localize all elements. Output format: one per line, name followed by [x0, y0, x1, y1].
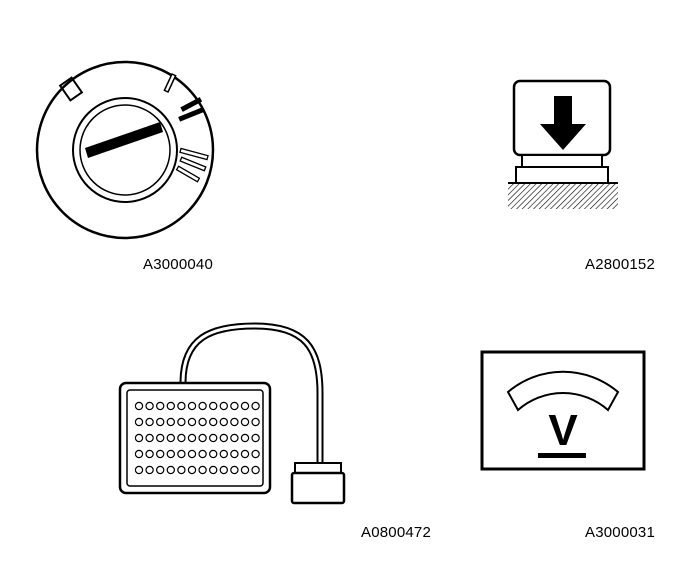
- connector-pin: [145, 449, 154, 459]
- figure-code-voltmeter: A3000031: [585, 524, 656, 541]
- connector-pin: [219, 449, 229, 459]
- connector-pin: [156, 401, 165, 411]
- connector-pin: [198, 433, 207, 443]
- connector-pin: [177, 417, 186, 427]
- connector-pin: [251, 401, 260, 411]
- connector-pin: [134, 449, 144, 459]
- connector-pin: [219, 401, 229, 411]
- connector-box-figure: [115, 318, 365, 508]
- connector-pin: [240, 433, 250, 443]
- connector-pin: [177, 465, 186, 475]
- connector-pin: [230, 465, 239, 475]
- voltmeter-icon: V: [480, 350, 646, 471]
- connector-pin: [166, 401, 176, 411]
- connector-pin: [177, 449, 186, 459]
- connector-pin: [166, 417, 176, 427]
- connector-pin: [156, 417, 165, 427]
- test-box-with-cable-icon: [118, 322, 346, 505]
- connector-pin: [230, 433, 239, 443]
- connector-pin: [208, 417, 218, 427]
- connector-pin: [198, 449, 207, 459]
- ignition-switch-figure: [30, 60, 230, 240]
- connector-pin: [187, 417, 197, 427]
- connector-pin: [198, 465, 207, 475]
- connector-pin: [145, 433, 154, 443]
- connector-pin: [240, 449, 250, 459]
- connector-pin: [240, 401, 250, 411]
- connector-pin: [219, 465, 229, 475]
- connector-pin: [156, 449, 165, 459]
- connector-pin: [177, 401, 186, 411]
- connector-pin: [145, 417, 154, 427]
- connector-pin: [208, 465, 218, 475]
- connector-pin: [198, 401, 207, 411]
- press-down-arrow-icon: [508, 79, 618, 209]
- connector-pin: [230, 417, 239, 427]
- connector-pin: [156, 465, 165, 475]
- connector-pin: [208, 401, 218, 411]
- connector-pin: [166, 433, 176, 443]
- connector-pin: [230, 401, 239, 411]
- figure-code-connector: A0800472: [361, 524, 432, 541]
- voltmeter-figure: V: [478, 348, 648, 473]
- connector-pin: [177, 433, 186, 443]
- connector-pin: [166, 465, 176, 475]
- connector-pin: [134, 465, 144, 475]
- connector-pin: [145, 401, 154, 411]
- connector-pin: [251, 417, 260, 427]
- press-down-figure: [500, 78, 630, 213]
- connector-pin: [251, 433, 260, 443]
- connector-pin: [251, 465, 260, 475]
- connector-pin: [251, 449, 260, 459]
- figure-code-press-down: A2800152: [585, 256, 656, 273]
- connector-pin: [187, 401, 197, 411]
- connector-pin: [134, 401, 144, 411]
- connector-pin: [208, 433, 218, 443]
- connector-pin: [240, 417, 250, 427]
- connector-pin: [230, 449, 239, 459]
- connector-pin: [134, 417, 144, 427]
- connector-pin: [187, 449, 197, 459]
- connector-pin: [145, 465, 154, 475]
- connector-pin: [240, 465, 250, 475]
- connector-pin: [134, 433, 144, 443]
- voltmeter-symbol: V: [548, 406, 578, 455]
- connector-pin: [198, 417, 207, 427]
- ignition-key-switch-icon: [35, 60, 215, 240]
- figure-code-ignition: A3000040: [143, 256, 214, 273]
- connector-pin: [156, 433, 165, 443]
- connector-pin: [166, 449, 176, 459]
- connector-pin: [187, 465, 197, 475]
- connector-pin: [187, 433, 197, 443]
- connector-pin: [219, 417, 229, 427]
- connector-pin: [208, 449, 218, 459]
- connector-pin: [219, 433, 229, 443]
